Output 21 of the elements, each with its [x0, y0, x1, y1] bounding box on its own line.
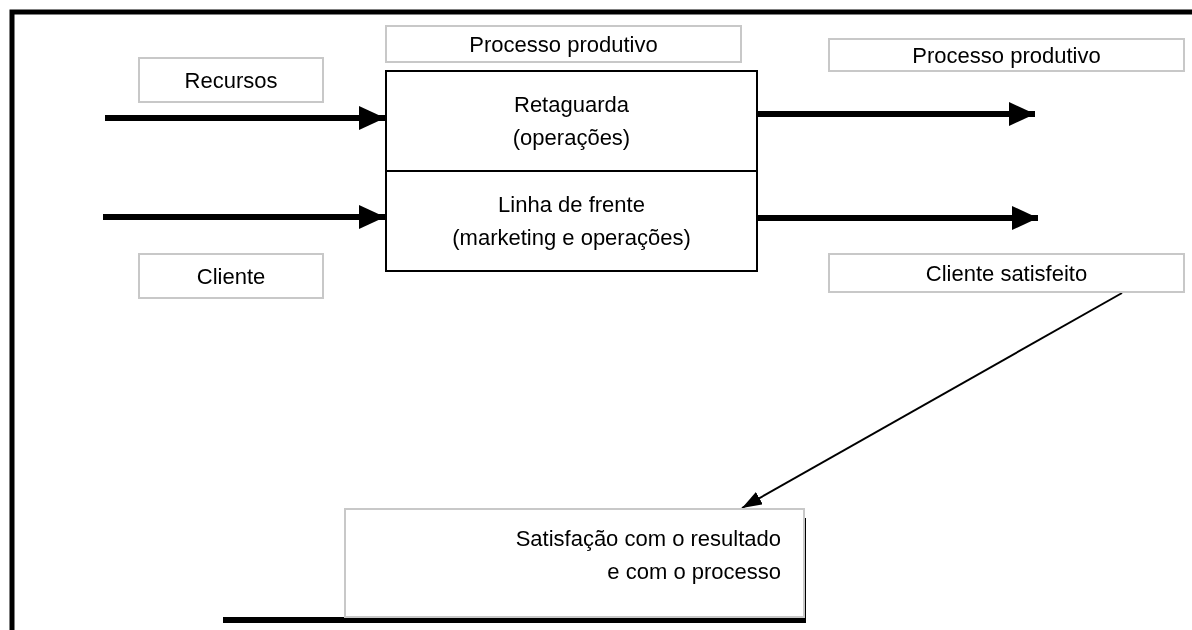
arrow: [741, 292, 1123, 509]
label-box: [138, 57, 324, 103]
process-box: [385, 170, 758, 272]
arrow: [103, 205, 385, 229]
arrow: [758, 206, 1038, 230]
result-box: [344, 508, 805, 618]
node-text: Recursos: [184, 66, 278, 95]
label-box: [138, 253, 324, 299]
node-text: Satisfação com o resultado e com o processo: [514, 525, 781, 586]
node-text: Cliente satisfeito: [925, 259, 1088, 288]
process-box: [385, 70, 758, 172]
node-text: Processo produtivo: [912, 41, 1101, 70]
node-text: Linha de frente (marketing e operações): [451, 191, 692, 252]
label-box: [828, 253, 1185, 293]
arrow: [758, 102, 1035, 126]
node-text: Retaguarda (operações): [511, 91, 632, 152]
node-text: Cliente: [196, 262, 266, 291]
arrow: [105, 106, 385, 130]
label-box: [385, 25, 742, 63]
label-box: [828, 38, 1185, 72]
node-text: Processo produtivo: [469, 30, 658, 59]
